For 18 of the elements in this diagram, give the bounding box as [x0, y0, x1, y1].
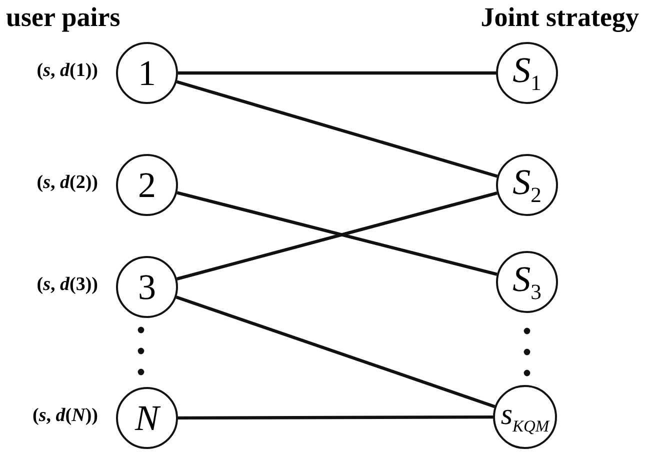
node-label: S$_{2}$	[512, 164, 542, 206]
node-label: S$_{1}$	[512, 52, 542, 94]
node-label: 3	[138, 269, 156, 305]
connector-line	[178, 415, 493, 420]
pair-label: (s, d(N))	[32, 405, 98, 427]
connector-line	[176, 80, 498, 178]
connector-line	[176, 296, 496, 408]
node-label: N	[134, 400, 159, 436]
column-heading: user pairs	[6, 2, 120, 33]
node-label: 1	[138, 55, 156, 91]
column-heading: Joint strategy	[480, 2, 639, 33]
node-label: 2	[138, 167, 156, 203]
pair-label: (s, d(1))	[36, 60, 98, 82]
node-label: s$_{KQM}$	[500, 400, 550, 434]
connector-line	[178, 71, 496, 75]
pair-label: (s, d(3))	[36, 274, 98, 296]
node-label: S$_{3}$	[512, 260, 542, 304]
pair-label: (s, d(2))	[36, 172, 98, 194]
